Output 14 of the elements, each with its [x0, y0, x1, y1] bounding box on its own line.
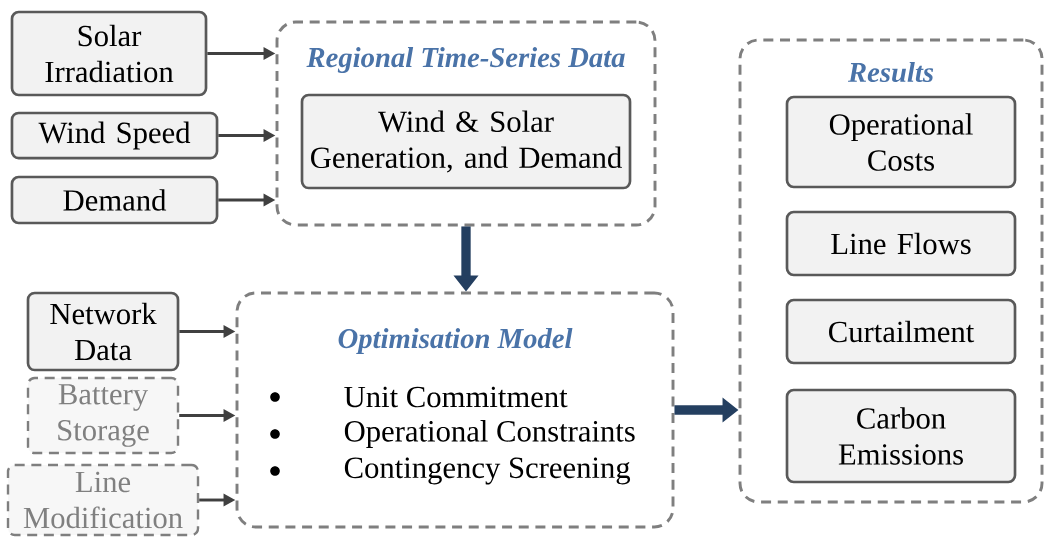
process-box: Line Flows — [785, 210, 1017, 277]
process-box: Wind & Solar Generation, and Demand — [300, 93, 632, 190]
option-box: Battery Storage — [26, 376, 180, 455]
bullet-item: Unit Commitment — [270, 386, 568, 408]
process-box: Demand — [10, 175, 219, 225]
process-box: Wind Speed — [10, 111, 219, 160]
option-box: Line Modification — [6, 463, 200, 537]
process-box: Carbon Emissions — [785, 388, 1017, 484]
process-box: Operational Costs — [785, 95, 1017, 189]
process-box: Solar Irradiation — [10, 10, 208, 97]
bullet-item: Contingency Screening — [270, 457, 631, 485]
process-box: Curtailment — [785, 298, 1017, 365]
process-box: Network Data — [26, 291, 180, 372]
bullet-item: Operational Constraints — [270, 420, 635, 448]
